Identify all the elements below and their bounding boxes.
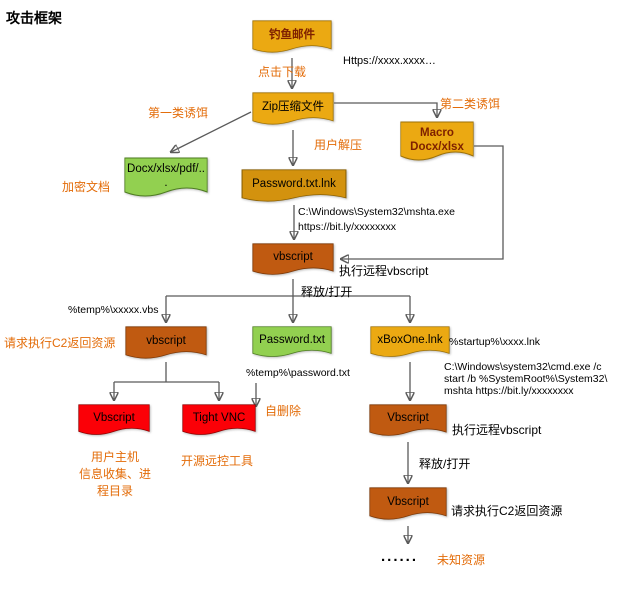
document-shape-icon xyxy=(124,157,208,197)
node-label: Password.txt.lnk xyxy=(252,177,336,190)
document-shape-icon xyxy=(182,404,256,435)
edge-zip-to-macro xyxy=(334,102,437,117)
label-startup-lnk-path: %startup%\xxxx.lnk xyxy=(449,336,541,348)
node-tight-vnc: Tight VNC xyxy=(182,404,256,440)
document-shape-icon xyxy=(369,487,447,520)
node-xboxone-lnk: xBoxOne.lnk xyxy=(370,326,450,362)
document-shape-icon xyxy=(252,92,334,125)
node-label: vbscript xyxy=(273,251,313,264)
label-self-delete: 自删除 xyxy=(265,404,302,418)
document-shape-icon xyxy=(241,169,347,202)
document-shape-icon xyxy=(252,243,334,275)
node-label: Zip压缩文件 xyxy=(262,100,324,113)
label-unknown-dots: ...... xyxy=(381,548,419,565)
label-bitly-url: https://bit.ly/xxxxxxxx xyxy=(298,221,397,233)
node-vbscript-right-2: Vbscript xyxy=(369,487,447,525)
node-label: Vbscript xyxy=(93,411,135,424)
label-bait-type-2: 第二类诱饵 xyxy=(440,97,501,111)
node-zip-file: Zip压缩文件 xyxy=(252,92,334,130)
label-release-open-2: 释放/打开 xyxy=(419,457,471,471)
node-vbscript-main: vbscript xyxy=(252,243,334,280)
label-release-open-1: 释放/打开 xyxy=(301,285,353,299)
label-host-info: 用户主机 信息收集、进 程目录 xyxy=(78,450,151,498)
document-shape-icon xyxy=(400,121,474,161)
document-shape-icon xyxy=(252,20,332,53)
label-unknown-resource: 未知资源 xyxy=(437,553,486,567)
label-c2-request-2: 请求执行C2返回资源 xyxy=(451,504,563,518)
node-label: Docx/xlsx/pdf/... xyxy=(127,162,205,189)
edge-zip-to-encrypted-doc xyxy=(171,111,252,152)
document-shape-icon xyxy=(369,404,447,436)
label-encrypted-doc: 加密文档 xyxy=(62,180,111,194)
document-shape-icon xyxy=(78,404,150,435)
node-macro-doc: Macro Docx/xlsx xyxy=(400,121,474,167)
node-label: Macro Docx/xlsx xyxy=(410,126,464,153)
node-password-txt: Password.txt xyxy=(252,326,332,362)
label-bait-type-1: 第一类诱饵 xyxy=(148,106,209,120)
label-download-url: Https://xxxx.xxxx… xyxy=(343,55,436,67)
node-password-lnk: Password.txt.lnk xyxy=(241,169,347,207)
node-label: vbscript xyxy=(146,334,186,347)
label-open-source-rat: 开源远控工具 xyxy=(181,454,254,468)
node-label: 钓鱼邮件 xyxy=(269,28,315,41)
label-exec-remote-2: 执行远程vbscript xyxy=(452,423,542,437)
node-vbscript-left: vbscript xyxy=(125,326,207,364)
label-temp-password: %temp%\password.txt xyxy=(246,367,350,379)
node-label: xBoxOne.lnk xyxy=(377,333,443,346)
document-shape-icon xyxy=(370,326,450,357)
node-encrypted-doc: Docx/xlsx/pdf/... xyxy=(124,157,208,203)
label-click-download: 点击下载 xyxy=(258,65,307,79)
node-vbscript-collect: Vbscript xyxy=(78,404,150,440)
node-vbscript-right-1: Vbscript xyxy=(369,404,447,441)
label-exec-remote-1: 执行远程vbscript xyxy=(339,264,429,278)
node-phishing-email: 钓鱼邮件 xyxy=(252,20,332,58)
document-shape-icon xyxy=(125,326,207,359)
label-cmd-line: C:\Windows\system32\cmd.exe /c start /b … xyxy=(444,361,608,397)
edge-macro-to-vbscript xyxy=(341,145,504,259)
label-user-unzip: 用户解压 xyxy=(314,138,363,152)
label-c2-request-1: 请求执行C2返回资源 xyxy=(4,336,116,350)
page-title: 攻击框架 xyxy=(6,10,62,26)
node-label: Password.txt xyxy=(259,333,325,346)
document-shape-icon xyxy=(252,326,332,357)
node-label: Vbscript xyxy=(387,495,429,508)
label-mshta-path: C:\Windows\System32\mshta.exe xyxy=(298,206,455,218)
node-label: Tight VNC xyxy=(192,411,246,424)
node-label: Vbscript xyxy=(387,412,429,425)
label-temp-vbs-path: %temp%\xxxxx.vbs xyxy=(68,304,159,316)
